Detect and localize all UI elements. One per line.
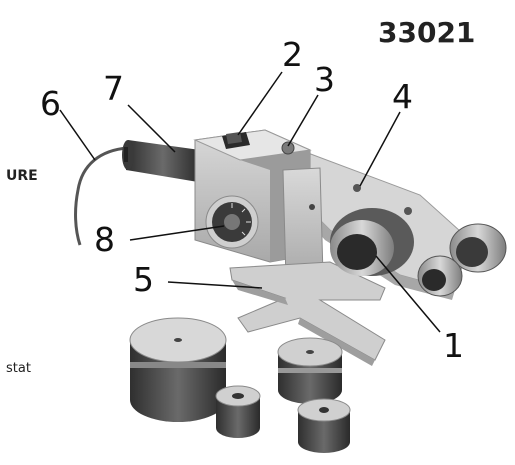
bushing-small-right xyxy=(297,398,351,453)
leader-2 xyxy=(237,71,283,136)
welding-socket-large xyxy=(330,208,414,276)
bushing-small-left xyxy=(215,385,261,438)
callout-3: 3 xyxy=(314,60,335,99)
leader-3 xyxy=(287,94,319,147)
model-number: 33021 xyxy=(378,16,475,49)
leader-8 xyxy=(129,225,225,241)
callout-4: 4 xyxy=(392,77,413,116)
bushing-medium xyxy=(277,337,343,404)
cross-stand xyxy=(229,261,386,366)
power-cord xyxy=(74,146,129,246)
side-text-fragment-top: URE xyxy=(6,168,38,184)
leader-7 xyxy=(127,104,176,153)
welding-socket-small xyxy=(417,223,507,297)
power-switch xyxy=(222,132,250,149)
callout-1: 1 xyxy=(443,326,464,365)
thermostat-knob xyxy=(205,195,259,249)
leader-5 xyxy=(167,281,263,289)
callout-2: 2 xyxy=(282,35,303,74)
callout-7: 7 xyxy=(103,69,124,108)
callout-6: 6 xyxy=(40,84,61,123)
callout-5: 5 xyxy=(133,260,154,299)
leader-6 xyxy=(59,109,96,161)
leader-lines xyxy=(59,71,441,333)
bushing-large xyxy=(129,317,227,422)
callout-8: 8 xyxy=(94,220,115,259)
indicator-lamp xyxy=(281,141,295,155)
handle xyxy=(122,140,200,182)
leader-1 xyxy=(375,255,441,333)
leader-4 xyxy=(359,111,401,187)
side-text-fragment-bottom: stat xyxy=(6,361,31,376)
